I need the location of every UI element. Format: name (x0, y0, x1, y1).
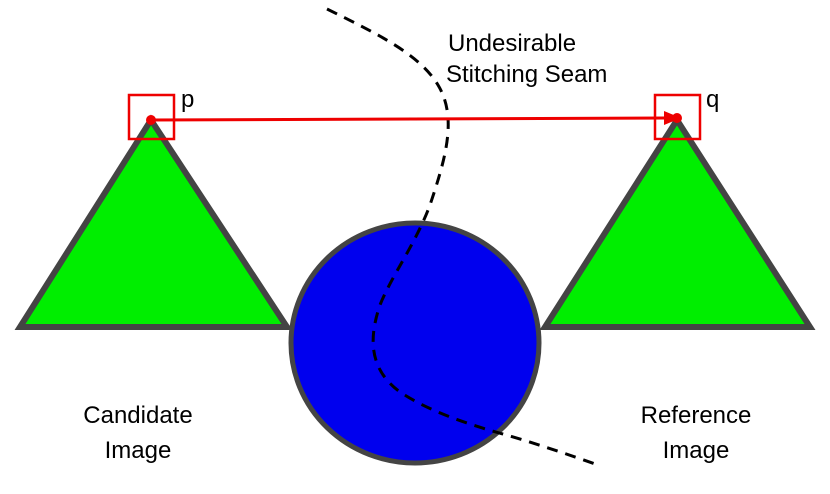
correspondence-arrow (150, 116, 667, 122)
point-p-label: p (181, 86, 194, 113)
reference-label-line2: Image (663, 437, 730, 464)
blue-circle (288, 220, 542, 466)
stitching-seam-line (326, 7, 599, 467)
seam-label-line1: Undesirable (448, 30, 576, 57)
seam-label-line2: Stitching Seam (446, 61, 607, 88)
reference-label-line1: Reference (641, 402, 752, 429)
point-p-dot (146, 115, 156, 125)
reference-triangle (539, 114, 816, 330)
point-q-dot (672, 113, 682, 123)
candidate-label-line2: Image (105, 437, 172, 464)
point-q-box (653, 93, 702, 141)
candidate-label-line1: Candidate (83, 402, 192, 429)
point-q-label: q (706, 86, 719, 113)
point-p-box (127, 93, 176, 141)
candidate-triangle (14, 114, 293, 330)
